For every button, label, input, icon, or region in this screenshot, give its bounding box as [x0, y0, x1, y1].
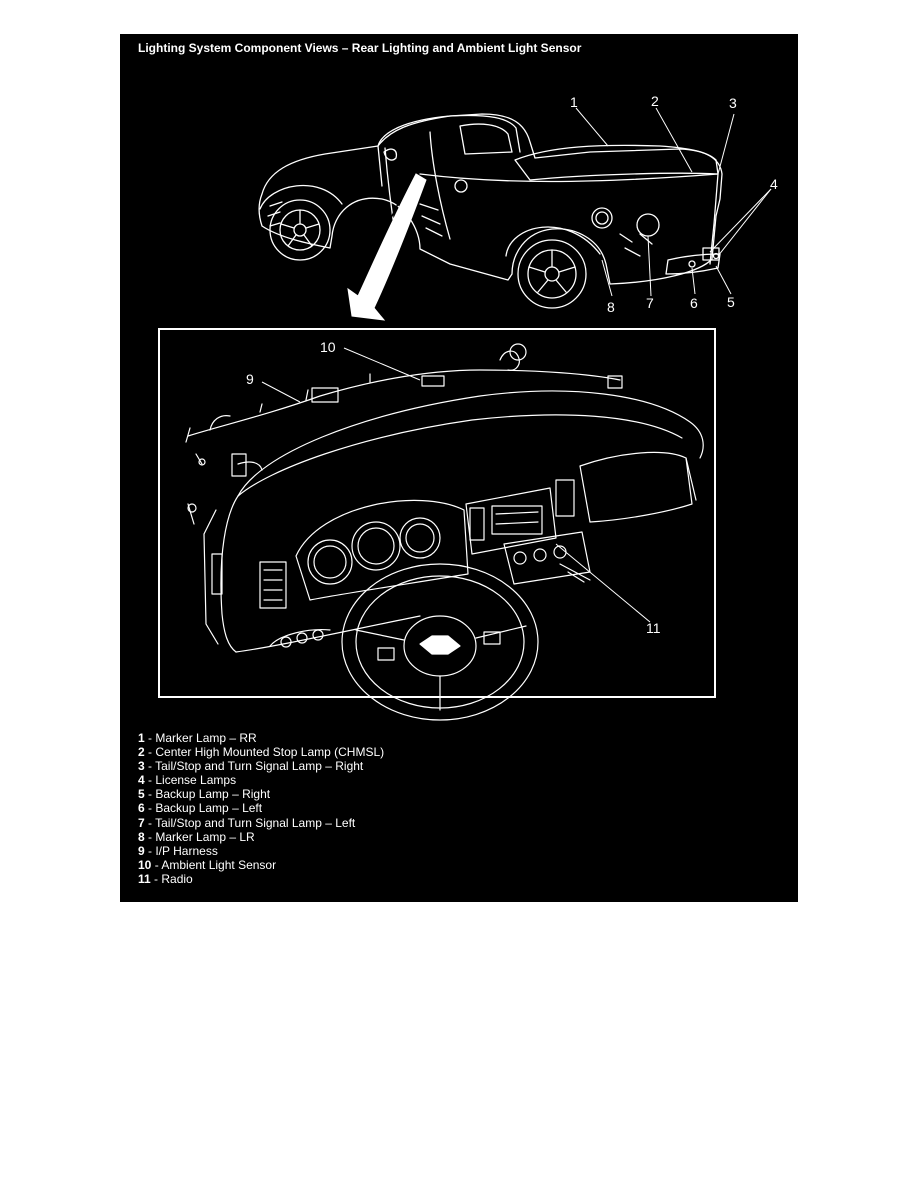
ip-inset-frame	[158, 328, 716, 698]
callout-8: 8	[607, 299, 615, 315]
callout-1: 1	[570, 94, 578, 110]
legend-item: 9 - I/P Harness	[138, 843, 218, 858]
diagram-panel: Lighting System Component Views – Rear L…	[120, 34, 798, 902]
cab-roof	[377, 114, 521, 153]
bed-side-line	[419, 173, 719, 183]
callout-5: 5	[727, 294, 735, 310]
instrument-cluster	[295, 499, 469, 601]
rear-bumper	[665, 253, 721, 275]
legend-item: 5 - Backup Lamp – Right	[138, 787, 271, 802]
tail-lamp-left	[636, 213, 660, 237]
figure-title: Lighting System Component Views – Rear L…	[138, 41, 582, 55]
rear-window	[459, 123, 513, 155]
legend-item: 11 - Radio	[138, 871, 193, 886]
tonneau-cover	[514, 144, 719, 181]
legend-item: 8 - Marker Lamp – LR	[138, 829, 255, 844]
rearview-mirror-mount	[509, 343, 527, 361]
a-pillar	[377, 145, 383, 187]
callout-7: 7	[646, 295, 654, 311]
ip-harness	[187, 369, 621, 437]
truck-illustration	[258, 113, 723, 309]
glovebox	[579, 451, 693, 523]
diagram-artwork: 1 2 3 4 5 6 7 8 9 10 11	[158, 93, 778, 721]
callout-11: 11	[646, 620, 661, 636]
truck-leaders	[575, 107, 772, 297]
horn-emblem	[419, 635, 461, 655]
left-vent	[259, 561, 287, 609]
fuel-door	[454, 179, 468, 193]
radio-unit	[491, 505, 543, 535]
door-gap	[429, 131, 451, 240]
legend-item: 3 - Tail/Stop and Turn Signal Lamp – Rig…	[138, 759, 364, 774]
callout-labels: 1 2 3 4 5 6 7 8 9 10 11	[246, 93, 778, 636]
callout-6: 6	[690, 295, 698, 311]
ip-illustration	[185, 343, 704, 721]
inset-leaders	[261, 347, 651, 623]
dash-top	[237, 390, 704, 497]
rear-wheel	[517, 239, 587, 309]
steering-wheel	[341, 563, 539, 721]
legend-item: 4 - License Lamps	[138, 773, 237, 788]
legend-item: 6 - Backup Lamp – Left	[138, 801, 263, 816]
callout-10: 10	[320, 339, 336, 355]
legend-item: 2 - Center High Mounted Stop Lamp (CHMSL…	[138, 745, 385, 760]
legend-item: 7 - Tail/Stop and Turn Signal Lamp – Lef…	[138, 815, 356, 830]
truck-body-outline	[258, 113, 723, 285]
rear-wheel-arch	[505, 226, 601, 257]
callout-9: 9	[246, 371, 254, 387]
side-mirror	[383, 148, 398, 161]
legend-item: 1 - Marker Lamp – RR	[138, 731, 257, 745]
front-wheel	[269, 199, 331, 261]
callout-4: 4	[770, 176, 778, 192]
callout-2: 2	[651, 93, 659, 109]
view-arrow	[347, 173, 427, 321]
legend-item: 10 - Ambient Light Sensor	[138, 857, 277, 872]
callout-3: 3	[729, 95, 737, 111]
front-wheel-arch	[259, 184, 343, 210]
tail-lamp-right	[591, 207, 613, 229]
component-legend: 1 - Marker Lamp – RR 2 - Center High Mou…	[138, 731, 384, 886]
